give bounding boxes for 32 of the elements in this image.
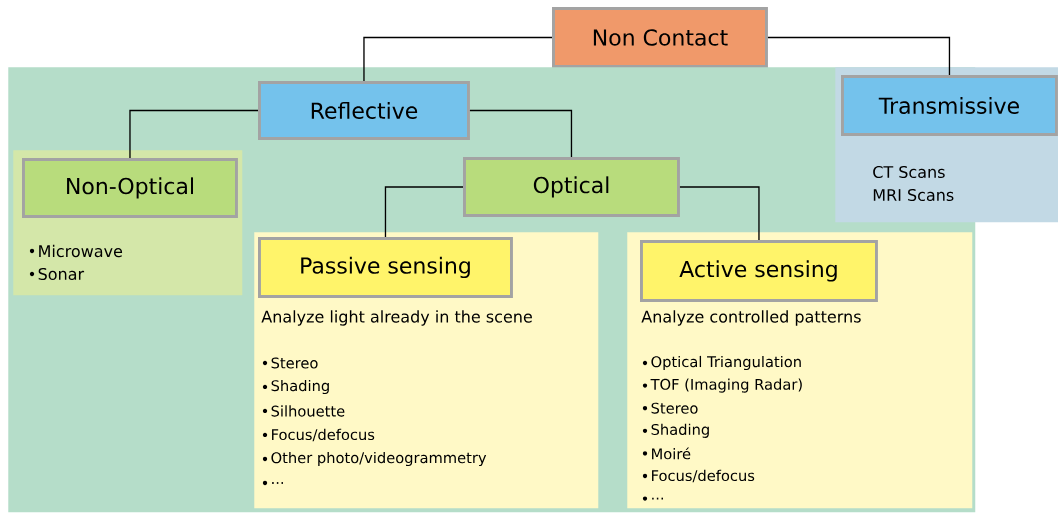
description-text: Analyze controlled patterns <box>641 310 861 326</box>
list-item: Shading <box>262 379 329 395</box>
list-item: Focus/defocus <box>642 469 755 483</box>
list-item: Sonar <box>29 267 85 281</box>
list-item: Stereo <box>262 357 318 369</box>
list-item: Silhouette <box>262 405 345 417</box>
category-box: Optical <box>463 157 680 217</box>
connector-line <box>767 36 951 76</box>
list-item: ... <box>642 496 663 501</box>
list-item: CT Scans <box>873 165 945 179</box>
category-box: Reflective <box>258 81 470 140</box>
list-item: Other photo/videogrammetry <box>262 451 487 467</box>
category-box: Transmissive <box>841 75 1058 136</box>
list-item: Optical Triangulation <box>642 355 801 371</box>
connector-line <box>129 109 259 159</box>
list-item: Focus/defocus <box>262 428 375 442</box>
list-item: Moiré <box>642 447 691 460</box>
list-item: MRI Scans <box>873 188 954 202</box>
connector-line <box>469 109 573 158</box>
connector-line <box>384 186 464 238</box>
connector-line <box>363 36 553 82</box>
category-box: Passive sensing <box>258 237 513 298</box>
list-item: ... <box>262 480 283 486</box>
category-box: Non Contact <box>552 7 768 68</box>
category-box: Active sensing <box>640 240 878 302</box>
connector-line <box>679 186 760 241</box>
list-item: Shading <box>642 423 709 438</box>
list-item: Microwave <box>29 244 123 258</box>
description-text: Analyze light already in the scene <box>261 310 532 326</box>
category-box: Non-Optical <box>22 158 238 218</box>
list-item: TOF (Imaging Radar) <box>642 378 802 393</box>
list-item: Stereo <box>642 402 698 414</box>
